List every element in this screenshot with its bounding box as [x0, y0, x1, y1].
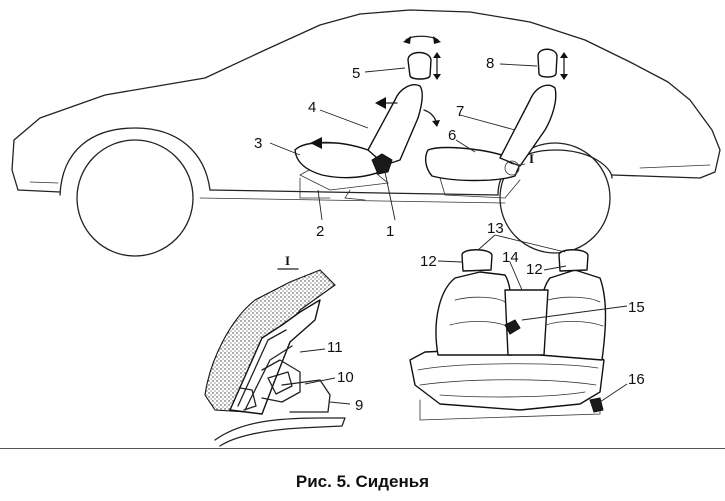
callout-lines-top [269, 63, 538, 221]
callout-2: 2 [316, 223, 324, 240]
passenger-seat [424, 84, 557, 199]
rear-bench-seat [409, 249, 607, 421]
callout-11: 11 [327, 339, 343, 356]
callout-lines-bench [437, 234, 628, 403]
callout-1: 1 [386, 223, 394, 240]
front-headrest [407, 51, 432, 80]
callout-3: 3 [254, 135, 262, 152]
callout-9: 9 [355, 397, 363, 414]
callout-7: 7 [456, 103, 464, 120]
figure-caption: Рис. 5. Сиденья [295, 472, 430, 491]
front-wheel [76, 139, 194, 257]
callout-4: 4 [308, 99, 316, 116]
callout-5: 5 [352, 65, 360, 82]
front-seat-arrows [310, 35, 441, 149]
detail-mark-top: I [529, 151, 534, 166]
callout-10: 10 [337, 369, 354, 386]
callout-6: 6 [448, 127, 456, 144]
front-seat [294, 84, 423, 201]
callout-12-left: 12 [420, 253, 437, 270]
callout-lines-detail [299, 348, 351, 405]
callout-14: 14 [502, 249, 519, 266]
callout-15: 15 [628, 299, 645, 316]
detail-mark-detail: I [285, 253, 290, 268]
caption-divider [0, 448, 725, 449]
callout-12-right: 12 [526, 261, 543, 278]
seats-diagram: I I 1 2 3 4 5 6 7 8 9 10 11 12 12 13 14 … [11, 9, 721, 447]
detail-i-view [204, 269, 346, 447]
callout-16: 16 [628, 371, 645, 388]
callout-8: 8 [486, 55, 494, 72]
passenger-headrest [537, 48, 568, 80]
car-body-outline [11, 9, 721, 204]
callout-13: 13 [487, 220, 504, 237]
